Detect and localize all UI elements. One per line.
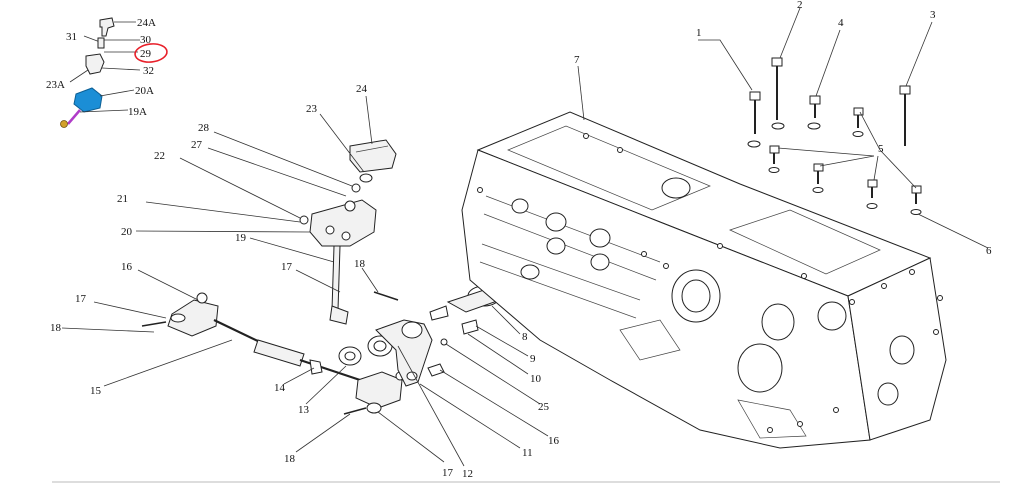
callout-19: 19 <box>235 232 247 244</box>
callout-5: 5 <box>878 143 884 155</box>
callout-19A: 19A <box>128 106 147 118</box>
callout-8: 8 <box>522 331 528 343</box>
callout-4: 4 <box>838 17 844 29</box>
inset-subassembly <box>60 17 168 128</box>
inset-purple-rod <box>67 109 81 125</box>
linkage-assembly <box>61 95 549 467</box>
callout-6: 6 <box>986 245 992 257</box>
callout-20: 20 <box>121 226 133 238</box>
callout-14: 14 <box>274 382 286 394</box>
callout-16-left: 16 <box>121 261 133 273</box>
callout-18-upper: 18 <box>354 258 366 270</box>
callout-27: 27 <box>191 139 203 151</box>
bolts-group <box>698 7 989 249</box>
callout-2: 2 <box>797 0 803 11</box>
callout-20A: 20A <box>135 85 154 97</box>
callout-11: 11 <box>522 447 533 459</box>
callout-7: 7 <box>574 54 580 66</box>
callout-18-left: 18 <box>50 322 62 334</box>
callout-9: 9 <box>530 353 536 365</box>
callout-16-right: 16 <box>548 435 560 447</box>
callout-18-lower: 18 <box>284 453 296 465</box>
callout-15: 15 <box>90 385 102 397</box>
callout-17-upper: 17 <box>281 261 293 273</box>
callout-21: 21 <box>117 193 128 205</box>
callout-17-left: 17 <box>75 293 87 305</box>
callout-23: 23 <box>306 103 318 115</box>
callout-23A: 23A <box>46 79 65 91</box>
callout-25: 25 <box>538 401 550 413</box>
callout-31: 31 <box>66 31 77 43</box>
callout-24: 24 <box>356 83 368 95</box>
callout-3: 3 <box>930 9 936 21</box>
callout-10: 10 <box>530 373 542 385</box>
gear-housing <box>461 65 947 449</box>
callout-12: 12 <box>462 468 473 480</box>
callout-30: 30 <box>140 34 152 46</box>
callout-28: 28 <box>198 122 210 134</box>
callout-17-lower: 17 <box>442 467 454 479</box>
callout-24A: 24A <box>137 17 156 29</box>
callout-13: 13 <box>298 404 310 416</box>
inset-blue-part <box>73 87 103 113</box>
highlight-circle <box>134 43 168 63</box>
callout-1: 1 <box>696 27 702 39</box>
callout-29: 29 <box>140 48 152 60</box>
callout-32: 32 <box>143 65 154 77</box>
callout-22: 22 <box>154 150 165 162</box>
